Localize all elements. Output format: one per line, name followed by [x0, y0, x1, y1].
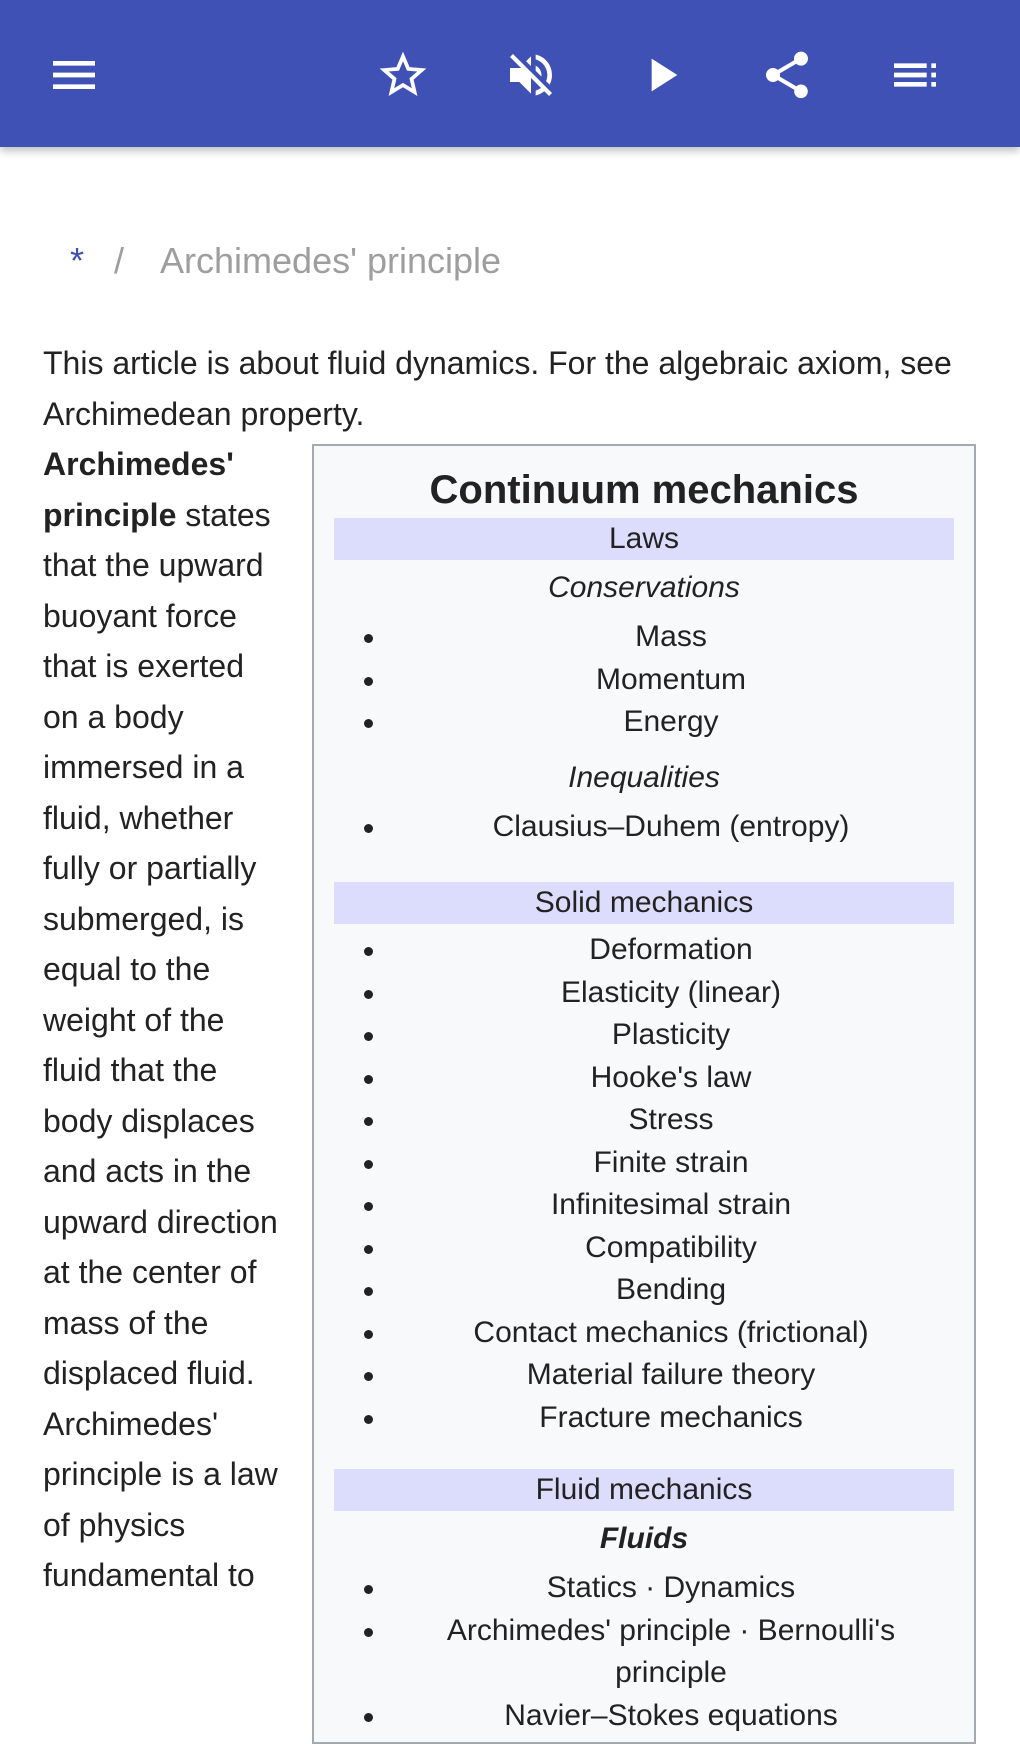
infobox-header-laws: Laws [334, 518, 954, 560]
fluid-mechanics-list: Statics · Dynamics Archimedes' principle… [314, 1567, 974, 1737]
inequalities-list: Clausius–Duhem (entropy) [314, 806, 974, 849]
list-item[interactable]: Archimedes' principle · Bernoulli's prin… [314, 1610, 974, 1695]
play-button[interactable] [626, 40, 696, 110]
menu-icon [53, 61, 95, 89]
menu-button[interactable] [39, 40, 109, 110]
infobox-title: Continuum mechanics [429, 468, 859, 512]
mute-button[interactable] [496, 40, 566, 110]
infobox-subheader-conservations: Conservations [548, 571, 740, 604]
article-body: This article is about fluid dynamics. Fo… [43, 338, 983, 1601]
infobox-subheader-fluids: Fluids [599, 1522, 689, 1555]
breadcrumb: * / Archimedes' principle [70, 240, 501, 282]
breadcrumb-current: Archimedes' principle [160, 240, 502, 281]
hatnote: This article is about fluid dynamics. Fo… [43, 345, 952, 432]
list-item[interactable]: Hooke's law [314, 1057, 974, 1100]
lead-text: states that the upward buoyant force tha… [43, 496, 278, 1594]
star-icon [379, 51, 427, 96]
infobox-header-fluid-mechanics: Fluid mechanics [334, 1469, 954, 1511]
infobox: Continuum mechanics Laws Conservations M… [312, 444, 976, 1744]
lead-term: Archimedes' principle [43, 446, 234, 533]
list-item[interactable]: Fracture mechanics [314, 1397, 974, 1440]
infobox-subheader-inequalities: Inequalities [568, 760, 720, 794]
list-item[interactable]: Material failure theory [314, 1354, 974, 1397]
list-item[interactable]: Finite strain [314, 1142, 974, 1185]
list-item[interactable]: Statics · Dynamics [314, 1567, 974, 1610]
list-item[interactable]: Elasticity (linear) [314, 972, 974, 1015]
play-icon [651, 58, 678, 92]
list-item[interactable]: Compatibility [314, 1227, 974, 1270]
solid-mechanics-list: Deformation Elasticity (linear) Plastici… [314, 929, 974, 1439]
list-item[interactable]: Energy [314, 701, 974, 744]
list-item[interactable]: Infinitesimal strain [314, 1184, 974, 1227]
list-item[interactable]: Mass [314, 616, 974, 659]
lead-paragraph: Archimedes' principle states that the up… [43, 439, 283, 1601]
conservations-list: Mass Momentum Energy [314, 616, 974, 744]
contents-button[interactable] [880, 40, 950, 110]
list-item[interactable]: Plasticity [314, 1014, 974, 1057]
breadcrumb-separator: / [114, 240, 125, 281]
favorite-button[interactable] [368, 40, 438, 110]
list-item[interactable]: Momentum [314, 659, 974, 702]
list-item[interactable]: Deformation [314, 929, 974, 972]
app-bar [0, 0, 1020, 147]
list-item[interactable]: Clausius–Duhem (entropy) [314, 806, 974, 849]
list-item[interactable]: Navier–Stokes equations [314, 1695, 974, 1738]
share-icon [766, 51, 808, 99]
list-item[interactable]: Bending [314, 1269, 974, 1312]
share-button[interactable] [752, 40, 822, 110]
breadcrumb-root-link[interactable]: * [70, 240, 85, 281]
list-item[interactable]: Stress [314, 1099, 974, 1142]
list-item[interactable]: Contact mechanics (frictional) [314, 1312, 974, 1355]
volume-off-icon [510, 54, 552, 96]
infobox-header-solid-mechanics: Solid mechanics [334, 882, 954, 924]
playlist-icon [894, 63, 936, 87]
